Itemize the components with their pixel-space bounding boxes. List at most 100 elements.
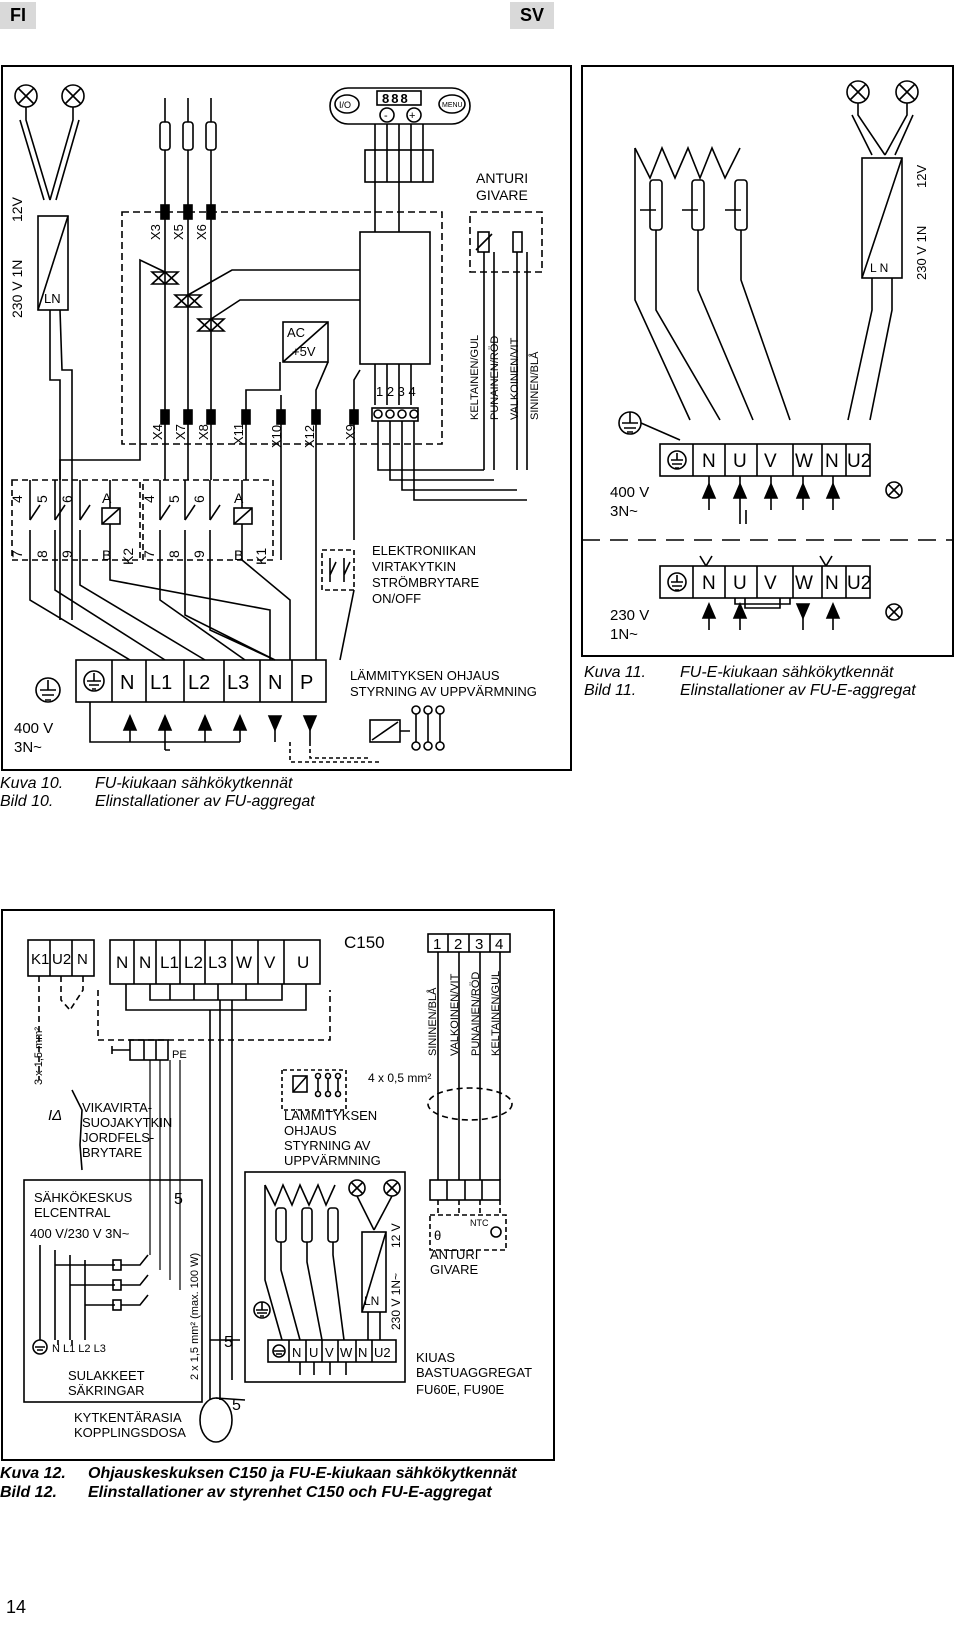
controller-name: C150 [344,933,385,952]
heater-label: FU60E, FU90E [416,1382,504,1397]
terminal-label: N [702,451,716,472]
terminal-number: 5 [166,495,182,503]
terminal-label: N [702,573,716,594]
transformer-box [861,157,903,279]
heat-ctrl-label: STYRNING AV [284,1138,371,1153]
terminal-label: N [825,573,839,594]
rcd-label: SUOJAKYTKIN [82,1115,172,1130]
caption-text: Elinstallationer av FU-aggregat [95,793,315,810]
terminal-label: N [825,451,839,472]
terminal-label: U2 [847,573,871,594]
plus-button [406,107,422,123]
plus-label: + [409,110,415,122]
language-tag-sv: SV [510,2,555,29]
heater-label: BASTUAGGREGAT [416,1365,532,1380]
terminal-label: N [116,953,128,972]
electrical-panel [23,1179,203,1403]
language-tag-fi: FI [0,2,36,29]
heater-box [244,1171,406,1383]
wire-color: VALKOINEN/VIT [509,337,521,420]
heat-ctrl-label: STYRNING AV UPPVÄRMNING [350,684,537,699]
transformer-box [37,215,69,311]
onoff-switch-box [321,549,355,591]
pin-number: 2 [454,936,462,953]
sensor-label-fi: ANTURI [476,170,528,186]
terminal-number: 8 [34,550,50,558]
heater-terminal-block [267,1339,397,1363]
x-label: X11 [231,423,246,445]
ac-label: AC [287,325,305,340]
junction-label: KYTKENTÄRASIA [74,1410,182,1425]
supply-400: 3N~ [610,503,638,520]
caption-label: Bild 12. [0,1484,57,1501]
cable-spec: 2 x 1,5 mm² (max. 100 W) [189,1253,201,1380]
rcd-label: BRYTARE [82,1145,143,1160]
heater-supply: 230 V 1N~ [389,1273,403,1330]
wire-color: SININEN/BLÅ [426,987,439,1056]
terminal-label: V [764,573,777,594]
microcontroller-box [359,231,431,365]
terminal-label: W [236,953,252,972]
sensor-box [469,211,543,273]
terminal-label: K1 [31,951,49,968]
supply-230: 230 V [610,607,649,624]
terminal-label: P [300,672,313,694]
supply-label: 400 V [14,720,53,737]
caption-text: FU-E-kiukaan sähkökytkennät [680,664,894,681]
switch-label: VIRTAKYTKIN [372,559,456,574]
terminal-label: N [268,672,282,694]
wire-color: KELTAINEN/GUL [490,971,502,1056]
x-label: X3 [148,224,163,240]
close-icon [885,603,903,621]
x-label: X9 [343,424,358,440]
terminal-label: U2 [52,951,71,968]
switch-label: STRÖMBRYTARE [372,575,479,590]
sensor-label-sv: GIVARE [476,187,528,203]
terminal-label: V [764,451,777,472]
terminal-label: W [795,451,813,472]
figure-12-frame [1,909,555,1461]
heating-element-icon [159,98,217,205]
terminal-label: U2 [847,451,871,472]
cable-number: 5 [224,1334,233,1351]
supply-label: 230 V 1N [914,226,929,280]
ground-icon [667,572,687,592]
caption-label: Kuva 12. [0,1465,66,1482]
transformer-box [361,1231,387,1313]
connector-row [160,409,359,425]
ground-icon [35,677,61,703]
panel-supply: 400 V/230 V 3N~ [30,1226,130,1241]
terminal-label: N [139,953,151,972]
terminal-label: W [795,573,813,594]
panel-display [376,90,422,106]
power-supply-box [282,321,329,363]
thermistor-symbol: θ [434,1228,441,1243]
x-label: X5 [171,224,186,240]
menu-label: MENU [442,102,463,109]
heating-element-icon [634,145,791,421]
wire-color: PUNAINEN/RÖD [489,336,501,420]
panel-display-digits: 888 [382,91,410,106]
minus-button [379,107,395,123]
control-board-outline [121,211,443,445]
coil-label: B [102,547,111,563]
ntc-label: NTC [470,1218,489,1228]
caption-text: Elinstallationer av FU-E-aggregat [680,682,916,699]
page-number: 14 [6,1597,27,1617]
figure-10-frame [1,65,572,771]
x-label: X12 [302,425,317,448]
ground-icon [618,411,642,435]
relay-contacts [400,705,445,751]
terminal-label: N [77,951,88,968]
lamp-icon [846,80,919,156]
cable-spec: 3 x 1,5 mm² [33,1027,45,1085]
terminal-label: U [297,953,309,972]
sensor-label: GIVARE [430,1262,478,1277]
wire-color: VALKOINEN/VIT [449,973,461,1056]
terminal-number: 4 [141,495,157,503]
figure-11-frame [581,65,954,657]
heating-element-icon [264,1182,345,1341]
figure-11: L N 12V 230 V 1N N U V W N U2 [581,65,954,657]
x-label: X7 [173,424,188,440]
terminal-label: V [264,953,276,972]
